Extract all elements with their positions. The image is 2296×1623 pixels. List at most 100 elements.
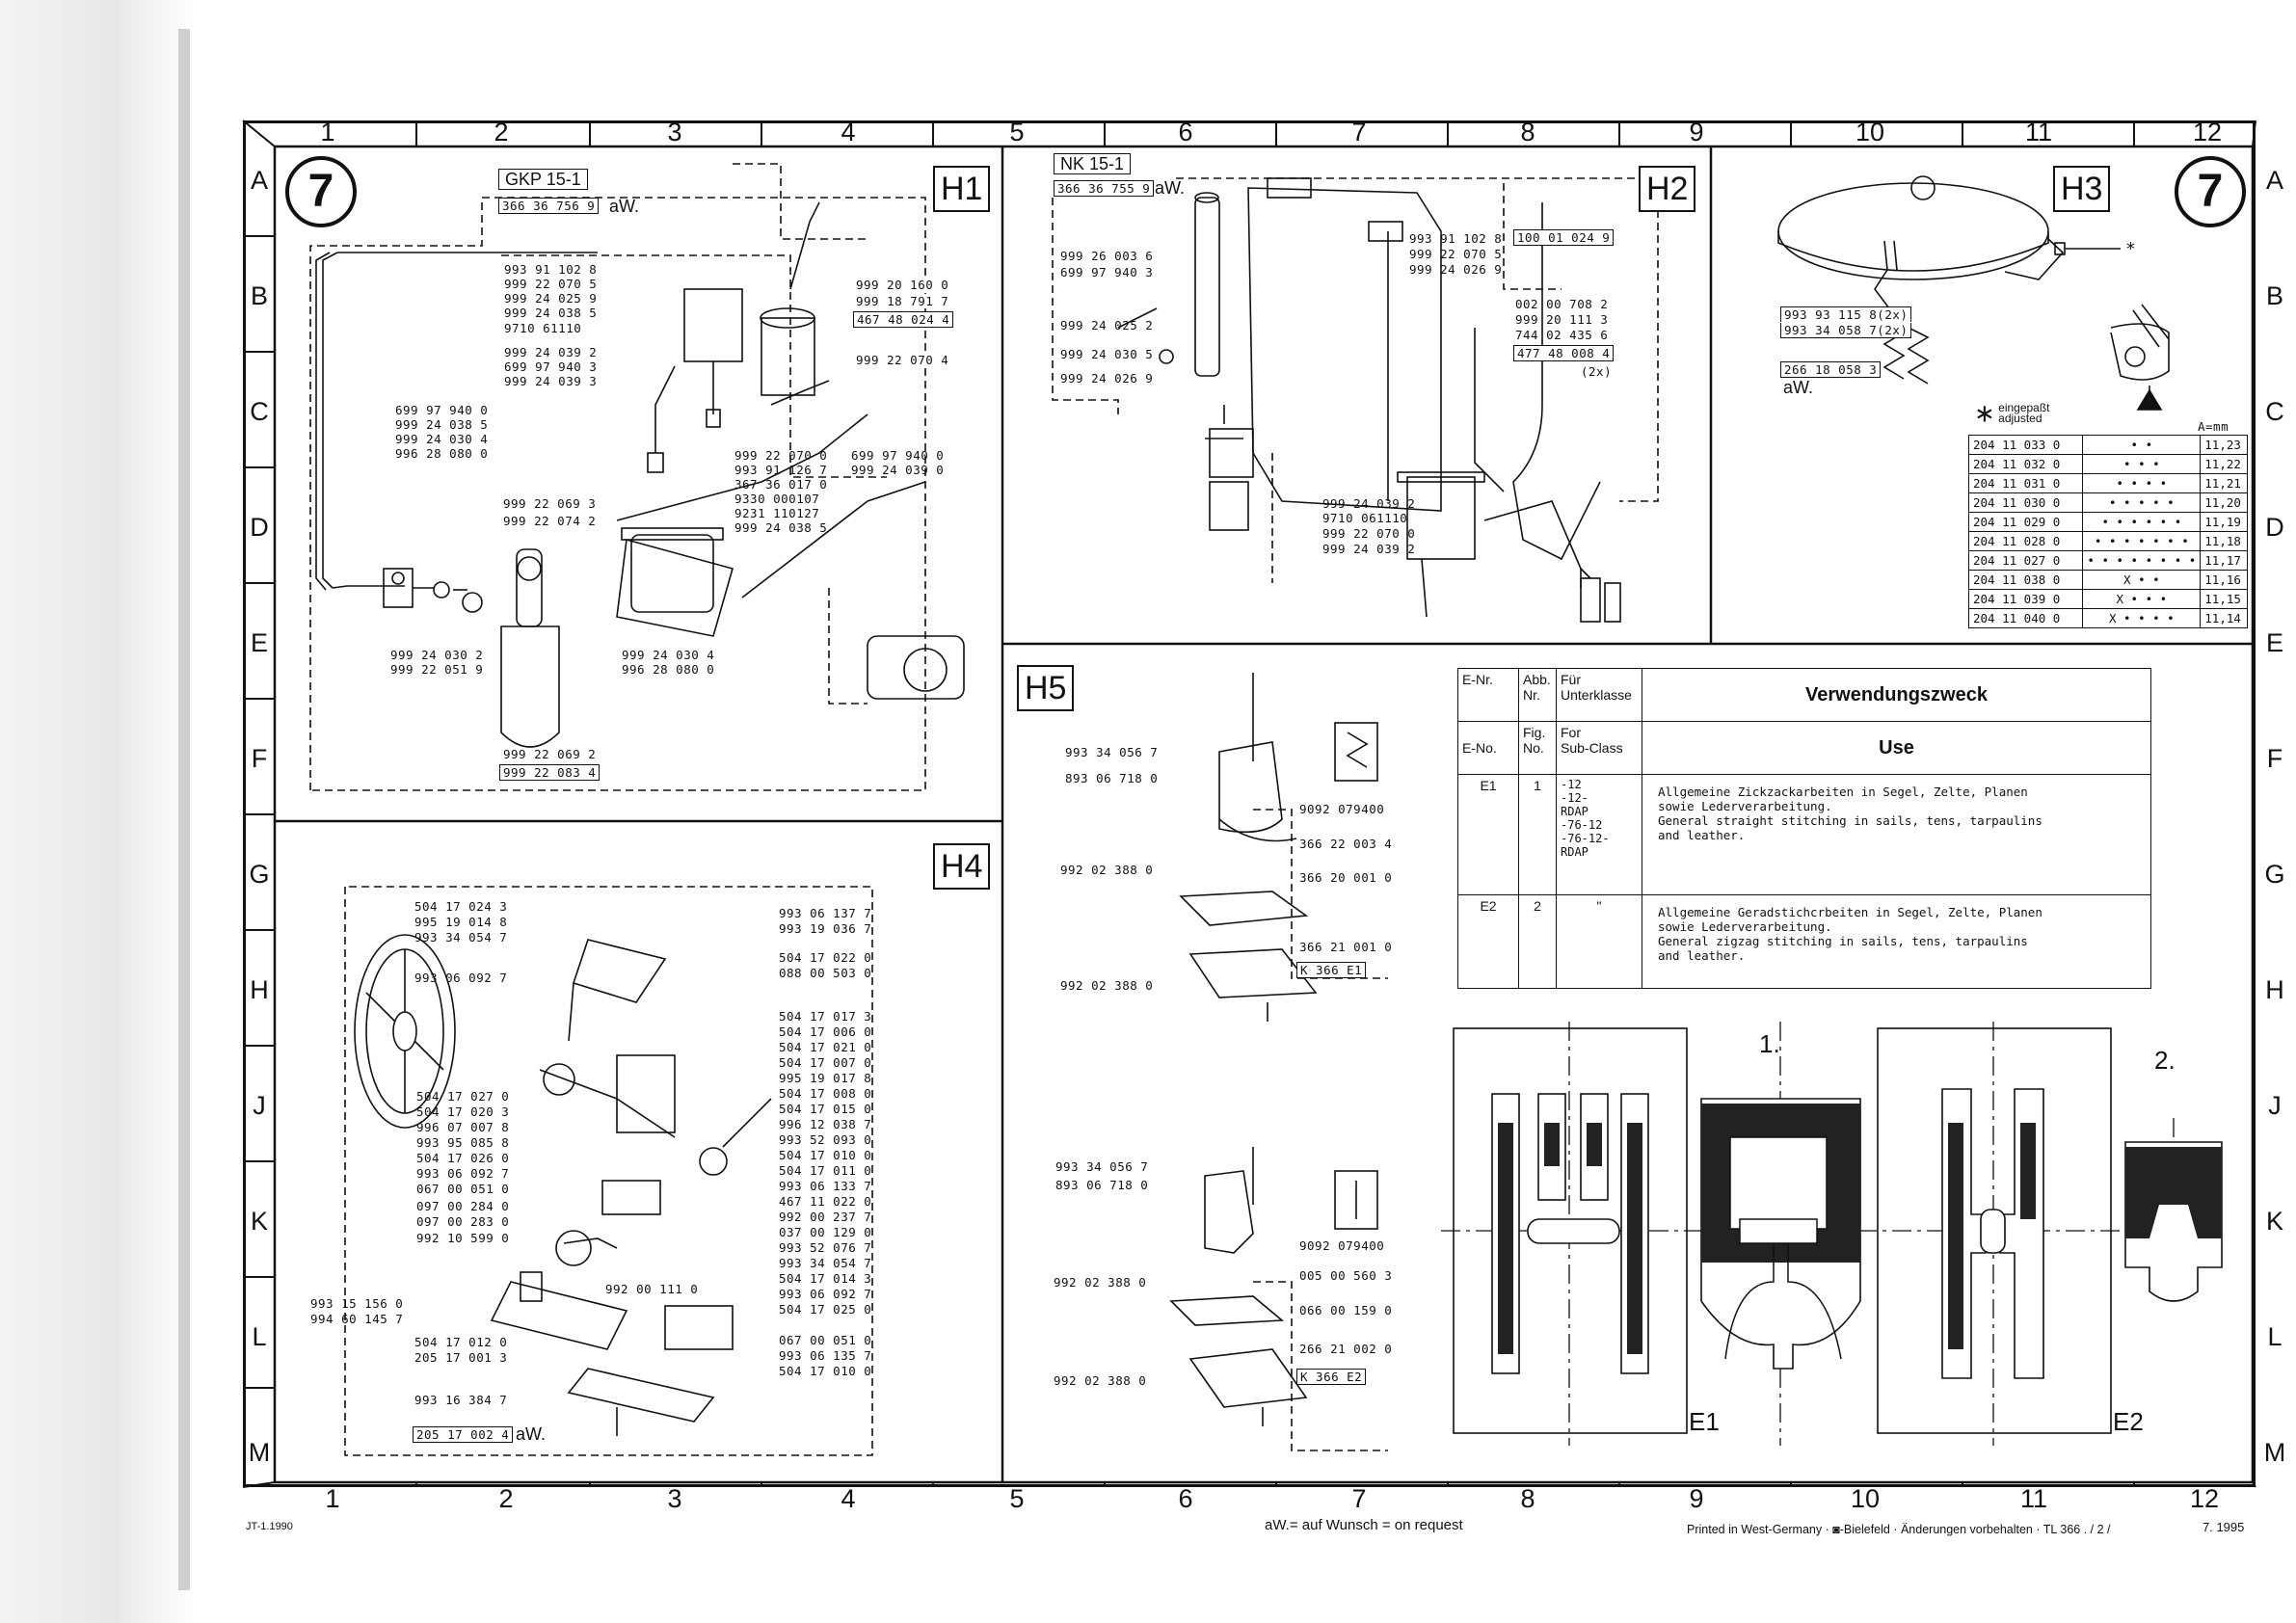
h1-part: 699 97 940 0 [395, 403, 489, 417]
row-e: E [250, 628, 268, 657]
spec-cell-part: 204 11 040 0 [1967, 608, 2084, 628]
spec-cell-dim: 11,18 [2200, 531, 2248, 551]
h4-part: 504 17 010 0 [779, 1148, 872, 1162]
hdr-for2: Sub-Class [1561, 740, 1623, 756]
h4-part: 504 17 020 3 [416, 1104, 510, 1119]
hdr-fuer1: Für [1561, 672, 1581, 687]
h2-model: NK 15-1 [1054, 153, 1132, 174]
spec-cell-dots: • • • • • [2082, 492, 2202, 513]
hdr-fuer2: Unterklasse [1561, 687, 1632, 703]
h3-adjusted-en: adjusted [1998, 412, 2042, 425]
row-g-right: G [2264, 860, 2285, 889]
spec-row: 204 11 033 0• •11,23 [1967, 435, 2248, 455]
h1-part: 999 22 069 2 [503, 747, 597, 761]
spec-cell-part: 204 11 028 0 [1967, 531, 2084, 551]
h5-part: 893 06 718 0 [1065, 771, 1159, 785]
section-label-h4: H4 [933, 843, 991, 890]
h4-mid-part: 992 00 111 0 [605, 1282, 699, 1296]
h4-part: 993 15 156 0 [310, 1296, 404, 1311]
col-3-bottom: 3 [667, 1484, 682, 1513]
h5-part: 992 02 388 0 [1060, 863, 1154, 877]
row-c-right: C [2265, 397, 2284, 426]
h1-part: 999 22 074 2 [503, 514, 597, 528]
h4-part: 504 17 014 3 [779, 1271, 872, 1286]
h2-part: 993 91 102 8 [1409, 231, 1503, 246]
h5-part: 992 02 388 0 [1054, 1373, 1147, 1388]
h2-part: 999 24 030 5 [1060, 347, 1154, 361]
row-e2-sub: " [1556, 894, 1642, 989]
footer-left: JT-1.1990 [246, 1521, 293, 1532]
h4-part: 993 19 036 7 [779, 921, 872, 936]
h1-boxed-part: 999 22 070 4 [853, 353, 952, 367]
spec-cell-part: 204 11 032 0 [1967, 454, 2084, 474]
section-label-h1: H1 [933, 166, 991, 212]
col-7: 7 [1351, 118, 1367, 146]
row-j-right: J [2268, 1091, 2282, 1120]
spec-cell-dim: 11,21 [2200, 473, 2248, 493]
h4-part: 205 17 001 3 [414, 1350, 508, 1365]
col-8: 8 [1520, 118, 1535, 146]
h2-part: 999 26 003 6 [1060, 249, 1154, 263]
row-e2-fig: 2 [1518, 894, 1557, 989]
col-1: 1 [320, 118, 335, 146]
h4-part: 993 06 137 7 [779, 906, 872, 920]
spec-cell-dots: • • [2082, 435, 2202, 455]
h2-part: 999 22 070 5 [1409, 247, 1503, 261]
hdr-enr: E-Nr. [1457, 668, 1519, 722]
spec-cell-part: 204 11 033 0 [1967, 435, 2084, 455]
h1-part: 999 22 070 0 [734, 448, 828, 463]
h2-part: 999 24 026 9 [1409, 262, 1503, 277]
h4-part: 504 17 026 0 [416, 1151, 510, 1165]
h5-part: 893 06 718 0 [1055, 1178, 1149, 1192]
spec-cell-dim: 11,15 [2200, 589, 2248, 609]
h1-model: GKP 15-1 [498, 169, 588, 190]
col-12: 12 [2192, 118, 2223, 146]
row-d-right: D [2265, 513, 2284, 542]
h4-part: 504 17 015 0 [779, 1102, 872, 1116]
h4-part: 992 00 237 7 [779, 1210, 872, 1224]
row-e2-text: Allgemeine Geradstichcrbeiten in Segel, … [1642, 894, 2151, 989]
h4-part: 088 00 503 0 [779, 966, 872, 980]
row-h: H [250, 975, 269, 1004]
col-5-bottom: 5 [1009, 1484, 1025, 1513]
col-7-bottom: 7 [1351, 1484, 1367, 1513]
h2-boxed-part: 477 48 008 4 [1513, 345, 1615, 361]
h4-part: 993 06 092 7 [779, 1287, 872, 1301]
h4-part: 504 17 027 0 [416, 1089, 510, 1104]
spec-cell-dots: • • • • • • • [2082, 531, 2202, 551]
h5-part: 9092 079400 [1299, 1238, 1385, 1253]
h5-part: 993 34 056 7 [1065, 745, 1159, 759]
spec-cell-dots: X • • • [2082, 589, 2202, 609]
hdr-fig: Fig.No. [1518, 721, 1557, 775]
h4-part: 097 00 283 0 [416, 1214, 510, 1229]
row-e2-enr: E2 [1457, 894, 1519, 989]
spec-row: 204 11 029 0• • • • • •11,19 [1967, 512, 2248, 532]
row-j: J [253, 1091, 266, 1120]
h2-part: 999 24 025 2 [1060, 318, 1154, 333]
h1-aw: aW. [609, 197, 640, 216]
h1-part: 993 91 126 7 [734, 463, 828, 477]
h5-kit: K 366 E2 [1296, 1369, 1367, 1385]
h1-boxed-part: 999 18 791 7 [853, 294, 952, 308]
spec-cell-dim: 11,16 [2200, 570, 2248, 590]
h2-boxed-part: 744 02 435 6 [1515, 328, 1609, 342]
row-l-right: L [2267, 1322, 2283, 1351]
spec-cell-dim: 11,14 [2200, 608, 2248, 628]
h1-part: 999 24 030 4 [395, 432, 489, 446]
h5-part: 366 22 003 4 [1299, 837, 1393, 851]
col-3: 3 [667, 118, 682, 146]
spec-cell-part: 204 11 039 0 [1967, 589, 2084, 609]
page-marker-left: 7 [285, 156, 357, 227]
h1-model-number: 366 36 756 9 [498, 198, 600, 214]
h4-part: 993 34 054 7 [779, 1256, 872, 1270]
spec-row: 204 11 027 0• • • • • • • •11,17 [1967, 550, 2248, 571]
row-c: C [250, 397, 269, 426]
h1-boxed-part: 999 22 083 4 [499, 764, 601, 781]
scan-edge [0, 0, 193, 1623]
h3-boxed-part: 266 18 058 3 [1780, 361, 1882, 378]
h4-part: 504 17 021 0 [779, 1040, 872, 1054]
h4-part: 504 17 025 0 [779, 1302, 872, 1317]
hdr-fig2: No. [1523, 740, 1544, 756]
